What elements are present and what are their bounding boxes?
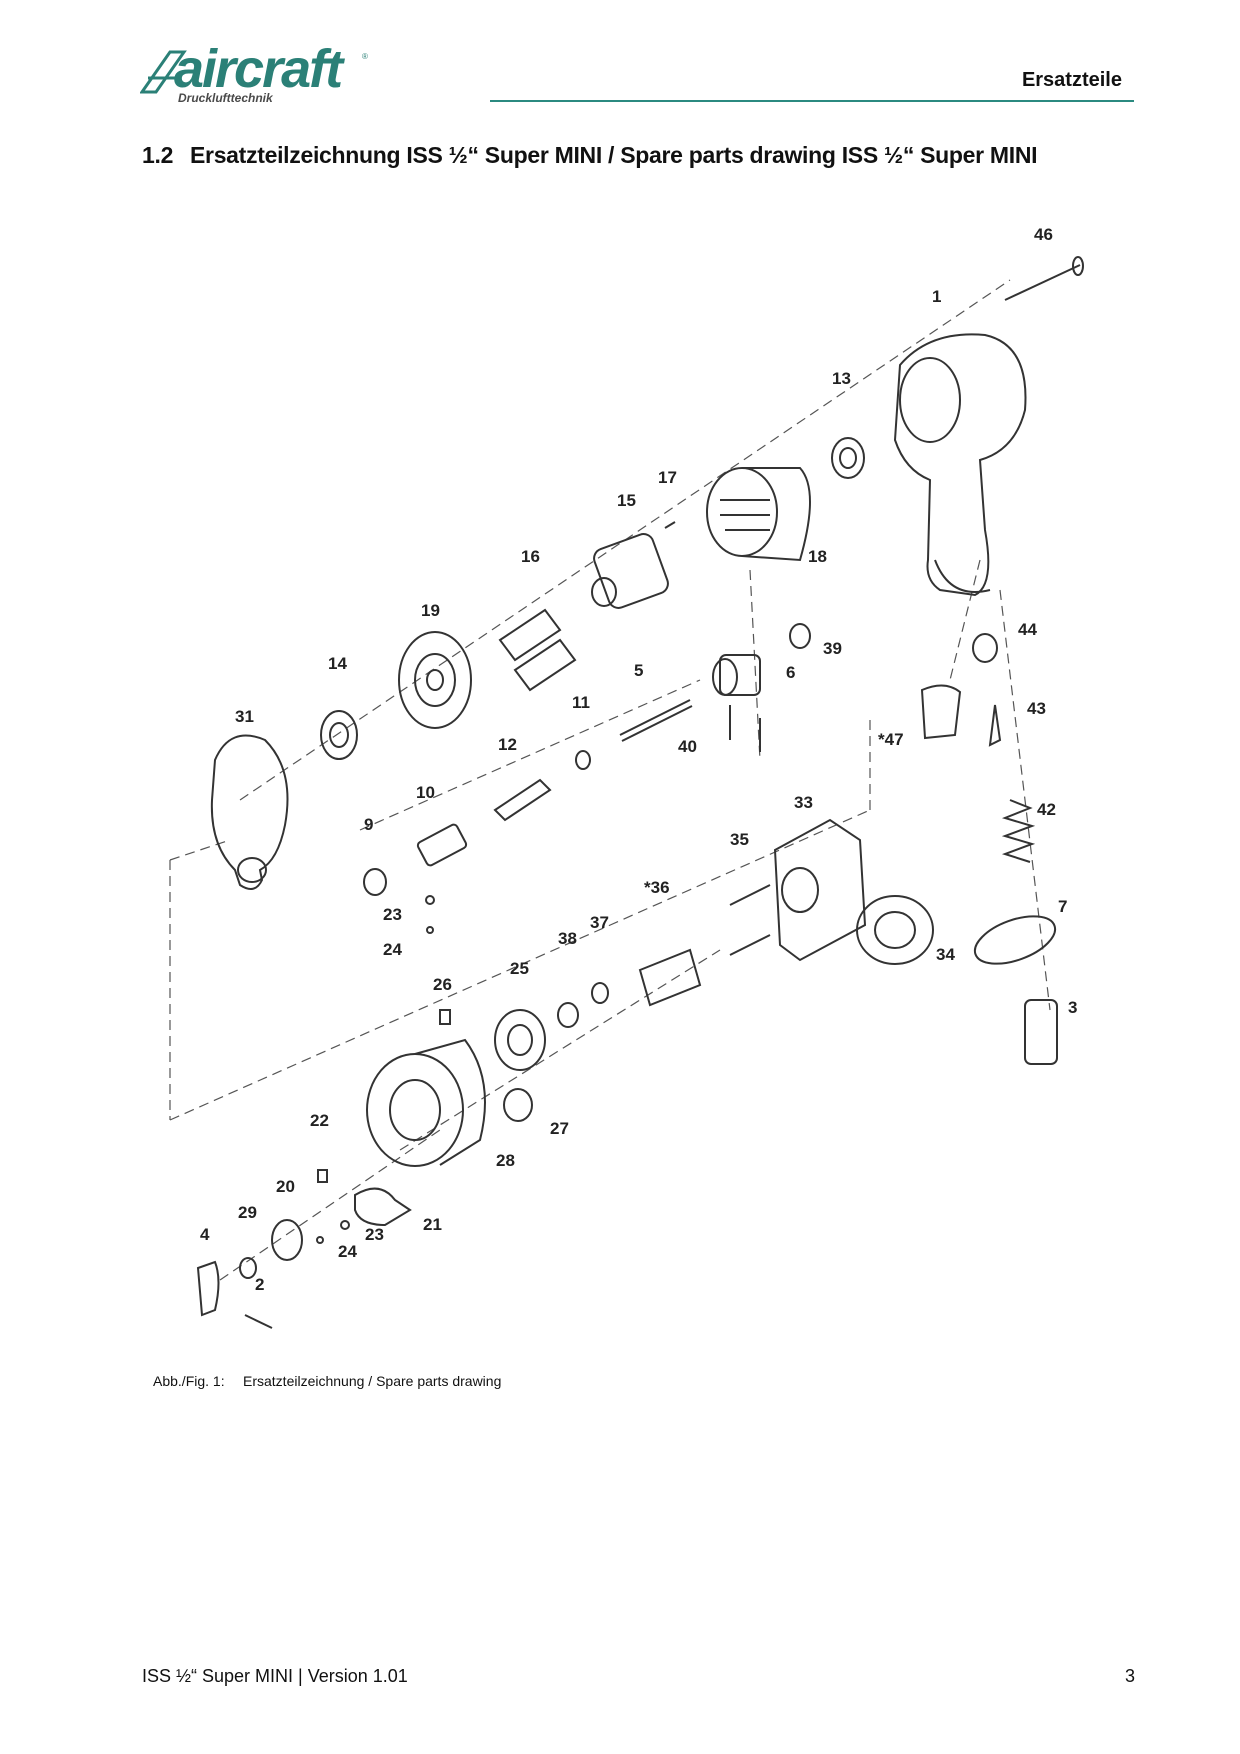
figure-caption-text: Ersatzteilzeichnung / Spare parts drawin… [243, 1373, 502, 1389]
part-label: 35 [730, 830, 749, 849]
part-label: 24 [338, 1242, 357, 1261]
part-label: 46 [1034, 225, 1053, 244]
part-label: 21 [423, 1215, 442, 1234]
part-label: 1 [932, 287, 941, 306]
part-label: 23 [383, 905, 402, 924]
part-label: 40 [678, 737, 697, 756]
part-label: 43 [1027, 699, 1046, 718]
part-label: 23 [365, 1225, 384, 1244]
footer-document-version: ISS ½“ Super MINI | Version 1.01 [142, 1666, 408, 1686]
logo-tagline: Drucklufttechnik [178, 91, 273, 105]
part-label: 4 [200, 1225, 210, 1244]
part-label: 2 [255, 1275, 264, 1294]
page-title: 1.2 Ersatzteilzeichnung ISS ½“ Super MINI… [142, 142, 1038, 169]
part-label: 11 [572, 693, 590, 712]
part-label: 18 [808, 547, 827, 566]
part-label: 34 [936, 945, 955, 964]
part-label: 39 [823, 639, 842, 658]
logo-wordmark: aircraft [174, 39, 343, 99]
part-label: 38 [558, 929, 577, 948]
part-label: 28 [496, 1151, 515, 1170]
header-rule [490, 100, 1134, 102]
part-label: 22 [310, 1111, 329, 1130]
section-number: 1.2 [142, 142, 174, 168]
part-label: 16 [521, 547, 540, 566]
part-label: 15 [617, 491, 636, 510]
header-section-title: Ersatzteile [1021, 69, 1122, 91]
part-label: 26 [433, 975, 452, 994]
part-label: 14 [328, 654, 347, 673]
part-label: 12 [498, 735, 517, 754]
part-label: 37 [590, 913, 609, 932]
part-label: 25 [510, 959, 529, 978]
part-label: 10 [416, 783, 435, 802]
part-label: 24 [383, 940, 402, 959]
figure-label: Abb./Fig. 1: [153, 1373, 225, 1389]
part-label: 6 [786, 663, 795, 682]
logo-registered: ® [362, 52, 368, 61]
part-label: 19 [421, 601, 440, 620]
figure-caption: Abb./Fig. 1: Ersatzteilzeichnung / Spare … [153, 1373, 501, 1389]
part-label: 27 [550, 1119, 569, 1138]
section-title-text: Ersatzteilzeichnung ISS ½“ Super MINI / … [190, 142, 1038, 168]
part-label: 13 [832, 369, 851, 388]
part-label: 44 [1018, 620, 1037, 639]
part-label: 42 [1037, 800, 1056, 819]
part-label: *36 [644, 878, 670, 897]
part-label: *47 [878, 730, 904, 749]
part-label: 20 [276, 1177, 295, 1196]
part-label: 7 [1058, 897, 1067, 916]
part-label: 31 [235, 707, 254, 726]
footer-page-number: 3 [1124, 1666, 1135, 1686]
part-label: 9 [364, 815, 373, 834]
part-label: 5 [634, 661, 643, 680]
aircraft-logo: aircraft ® Drucklufttechnik [140, 42, 380, 110]
part-label: 29 [238, 1203, 257, 1222]
logo-mark-icon [140, 50, 187, 94]
part-label: 33 [794, 793, 813, 812]
part-label: 17 [658, 468, 677, 487]
part-label: 3 [1068, 998, 1077, 1017]
